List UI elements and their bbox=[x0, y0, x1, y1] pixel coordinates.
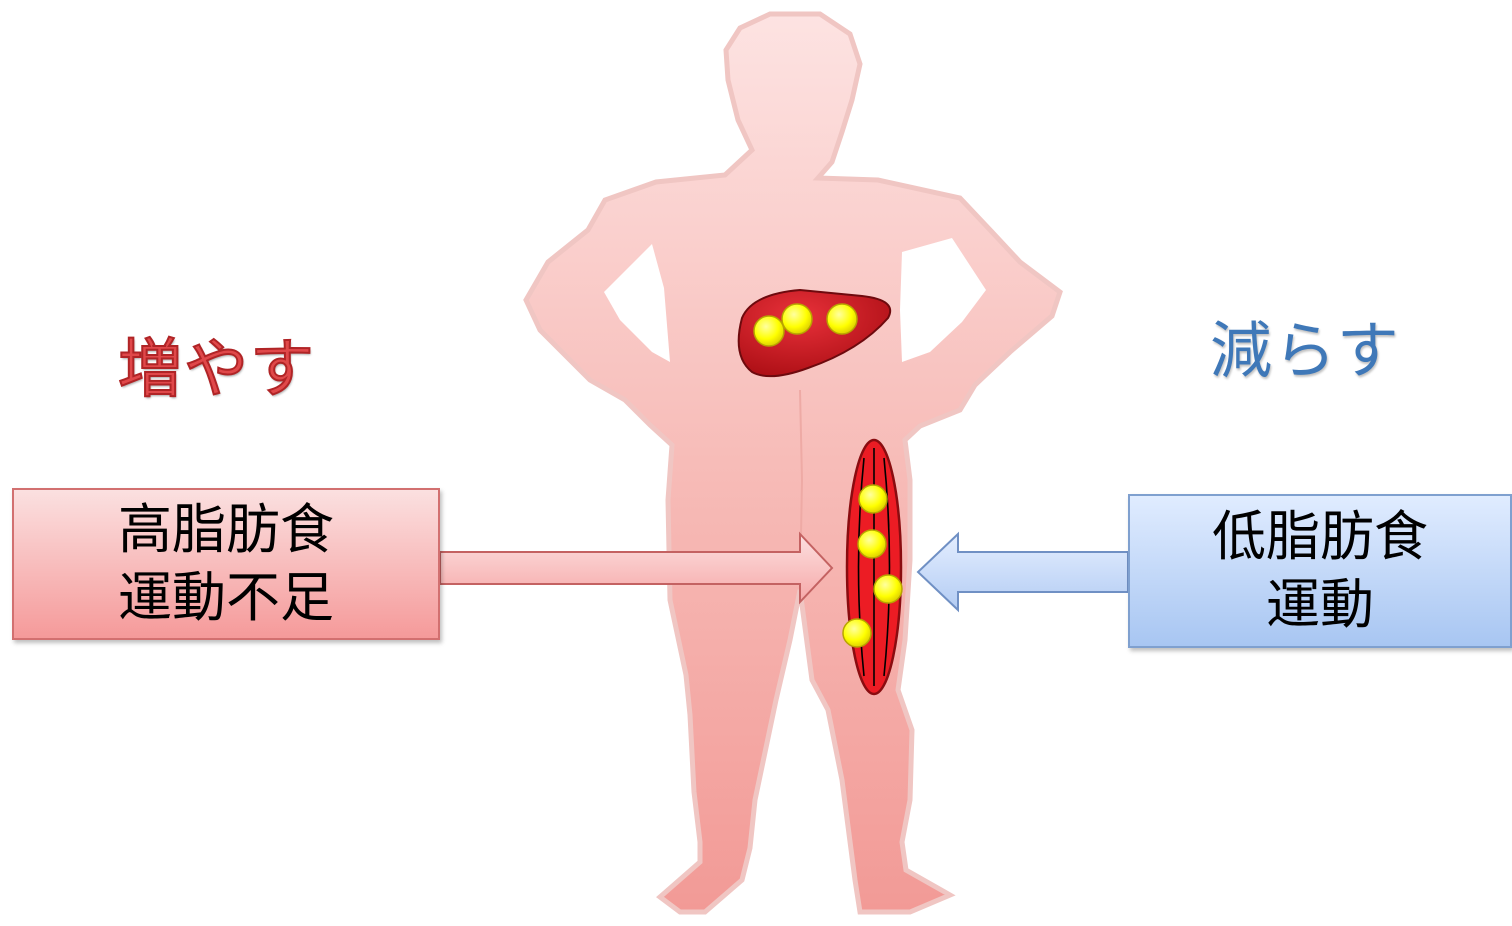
decrease-arrow bbox=[918, 534, 1128, 610]
decrease-heading: 減らす bbox=[1210, 300, 1401, 390]
thigh-muscle bbox=[847, 440, 901, 694]
fat-droplet bbox=[874, 575, 902, 603]
decrease-factor-diet: 低脂肪食 bbox=[1212, 503, 1428, 571]
fat-droplet bbox=[859, 485, 887, 513]
decrease-factor-activity: 運動 bbox=[1266, 571, 1374, 639]
increase-factors-box: 高脂肪食 運動不足 bbox=[12, 488, 440, 640]
increase-heading: 増やす bbox=[118, 318, 316, 410]
fat-droplet bbox=[827, 304, 857, 334]
fat-droplet bbox=[858, 530, 886, 558]
human-silhouette bbox=[526, 14, 1060, 912]
fat-droplet bbox=[843, 619, 871, 647]
decrease-factors-box: 低脂肪食 運動 bbox=[1128, 494, 1512, 648]
increase-factor-diet: 高脂肪食 bbox=[118, 496, 334, 564]
fat-droplet bbox=[754, 316, 784, 346]
fat-droplet bbox=[782, 304, 812, 334]
increase-factor-activity: 運動不足 bbox=[118, 564, 334, 632]
